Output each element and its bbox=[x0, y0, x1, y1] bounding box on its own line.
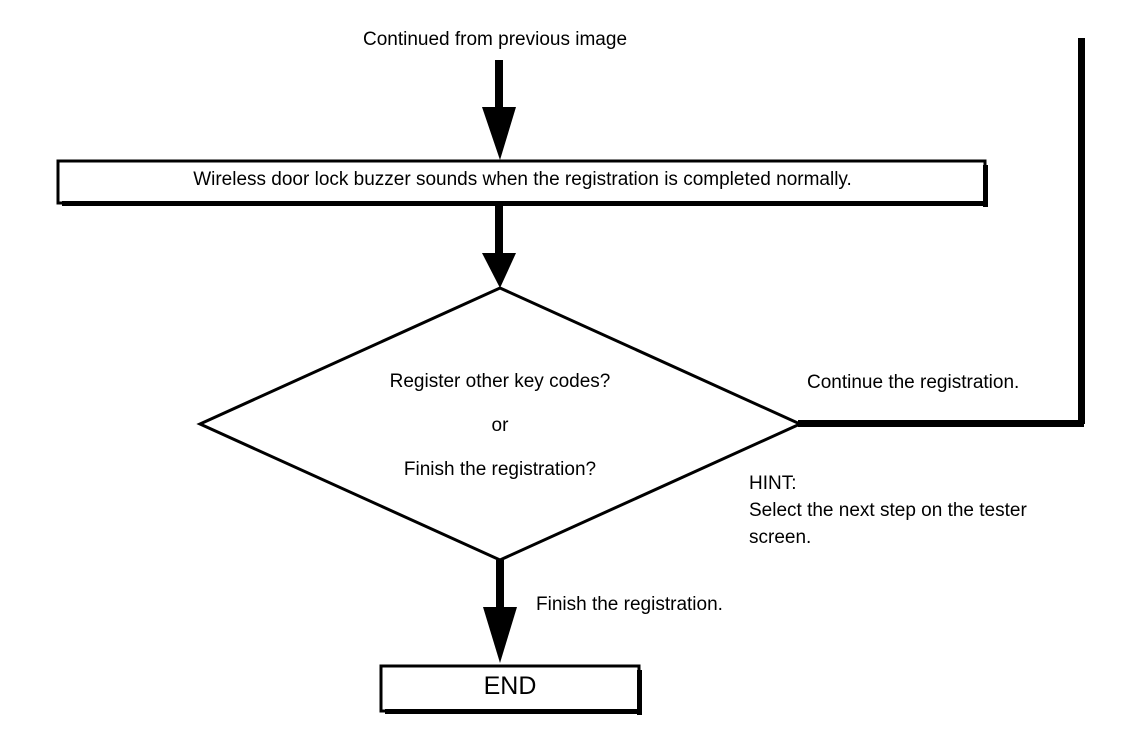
end-box-label: END bbox=[483, 672, 537, 700]
edge-continue-registration bbox=[798, 38, 1085, 427]
arrow-decision-to-end bbox=[483, 560, 517, 663]
arrow-process-to-decision bbox=[482, 206, 516, 288]
decision-label-line-2: or bbox=[491, 415, 509, 436]
process-box-label: Wireless door lock buzzer sounds when th… bbox=[193, 169, 852, 190]
hint-annotation: HINT: Select the next step on the tester… bbox=[749, 473, 1027, 548]
process-box-buzzer bbox=[56, 159, 988, 207]
decision-label-line-3: Finish the registration? bbox=[403, 459, 597, 480]
edge-label-continue-registration: Continue the registration. bbox=[807, 372, 1020, 393]
decision-label-line-1: Register other key codes? bbox=[389, 371, 611, 392]
edge-label-finish-registration: Finish the registration. bbox=[536, 594, 723, 615]
arrow-continued-to-process bbox=[482, 60, 516, 160]
continued-from-previous-label: Continued from previous image bbox=[362, 29, 628, 50]
end-box bbox=[379, 664, 642, 715]
